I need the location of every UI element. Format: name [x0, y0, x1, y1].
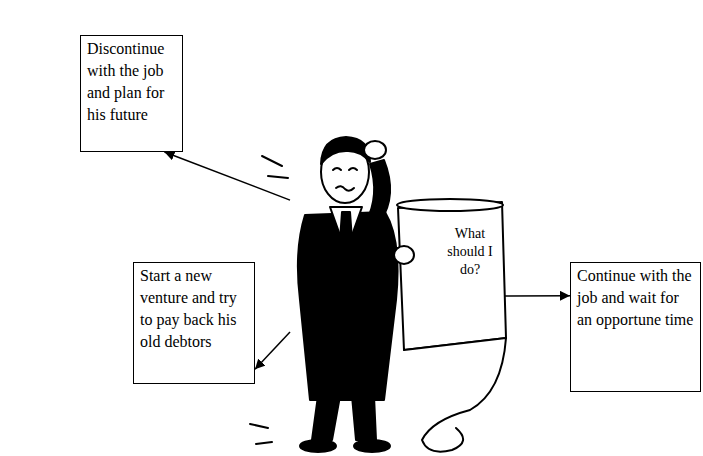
worry-line [256, 442, 272, 444]
hair [321, 137, 370, 164]
scroll-text: What should I do? [447, 225, 493, 279]
option-box: Discontinue with the job and plan for hi… [80, 35, 183, 152]
scroll-figure: What should I do? [290, 115, 505, 450]
leg [352, 396, 376, 440]
eye [333, 168, 341, 170]
shoe [354, 440, 390, 452]
worry-line [250, 424, 268, 428]
hand-on-head [364, 141, 386, 159]
arrow-connector [255, 332, 290, 369]
scroll-bottom-curl [404, 338, 506, 452]
option-box: Continue with the job and wait for an op… [570, 262, 701, 392]
hand-on-scroll [394, 246, 414, 264]
option-text: Start a new venture and try to pay back … [140, 265, 248, 353]
shoe [300, 440, 336, 452]
arrow-connector [505, 295, 570, 297]
arrow-connector [164, 152, 290, 200]
holding-arm [306, 220, 398, 265]
scroll-sheet [398, 202, 506, 350]
option-text: Continue with the job and wait for an op… [577, 265, 694, 331]
mouth [336, 186, 354, 191]
scroll-top-roll [397, 199, 503, 211]
suit [298, 212, 398, 400]
option-text: Discontinue with the job and plan for hi… [87, 38, 176, 126]
leg [312, 396, 340, 440]
worry-line [268, 176, 288, 178]
worry-line [262, 156, 282, 166]
eye [349, 168, 357, 170]
option-box: Start a new venture and try to pay back … [133, 262, 255, 384]
